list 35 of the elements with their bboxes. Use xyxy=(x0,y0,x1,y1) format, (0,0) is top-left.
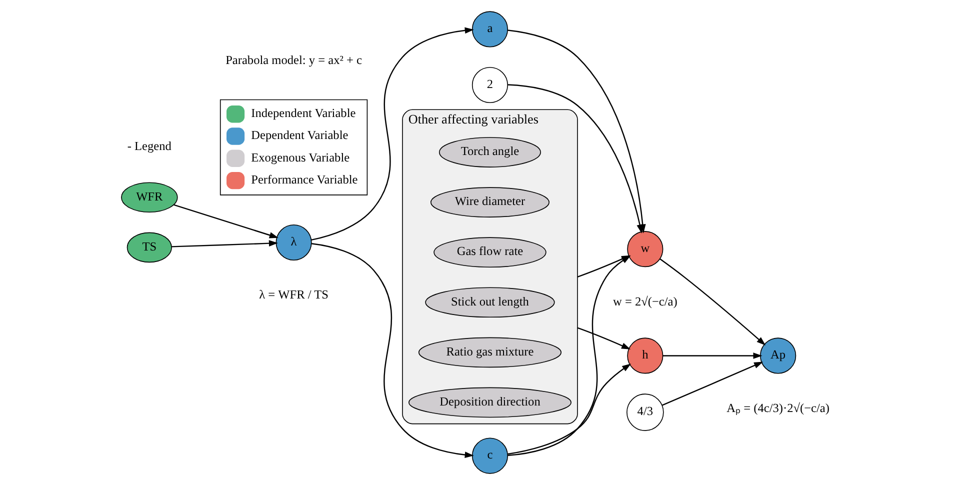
label: - Legend xyxy=(126,139,171,154)
node-label: λ = WFR / TS xyxy=(258,288,328,302)
arrow xyxy=(661,362,763,406)
node-circle: 4/3 xyxy=(626,394,664,431)
arrow xyxy=(662,352,762,359)
arrow xyxy=(173,204,278,238)
node-ellipse: Stick out length xyxy=(424,287,554,318)
arrow xyxy=(310,27,474,241)
node-circle: a xyxy=(471,11,508,48)
arrow xyxy=(659,258,766,346)
node-circle: 2 xyxy=(471,66,508,104)
node-circle: h xyxy=(626,338,663,374)
node-ellipse: WFR xyxy=(120,182,178,213)
label: Parabola model: y = ax² + c xyxy=(225,53,362,68)
node-ellipse: Wire diameter xyxy=(430,187,549,218)
node-ellipse: Gas flow rate xyxy=(433,237,546,268)
node-ellipse: Deposition direction xyxy=(408,387,571,418)
arrow xyxy=(507,364,631,455)
node-label: Aₚ = (4c/3)·2√(−c/a) xyxy=(726,400,829,415)
node-ellipse: Ratio gas mixture xyxy=(418,337,562,368)
legend-label: Performance Variable xyxy=(250,172,358,186)
legend-label: Dependent Variable xyxy=(250,128,348,142)
legend-label: Independent Variable xyxy=(250,106,356,120)
arrow xyxy=(576,327,630,350)
arrow xyxy=(507,84,642,234)
node-ellipse: Torch angle xyxy=(438,137,540,168)
node-circle: c xyxy=(471,438,508,474)
arrow xyxy=(171,240,278,248)
node-circle: λ xyxy=(275,224,312,261)
node-circle: Ap xyxy=(760,338,796,374)
legend-label: Exogenous Variable xyxy=(250,150,350,164)
arrow xyxy=(311,243,474,458)
node-label: w = 2√(−c/a) xyxy=(612,294,677,308)
node-ellipse: TS xyxy=(126,232,172,263)
node-circle: w xyxy=(626,231,663,268)
